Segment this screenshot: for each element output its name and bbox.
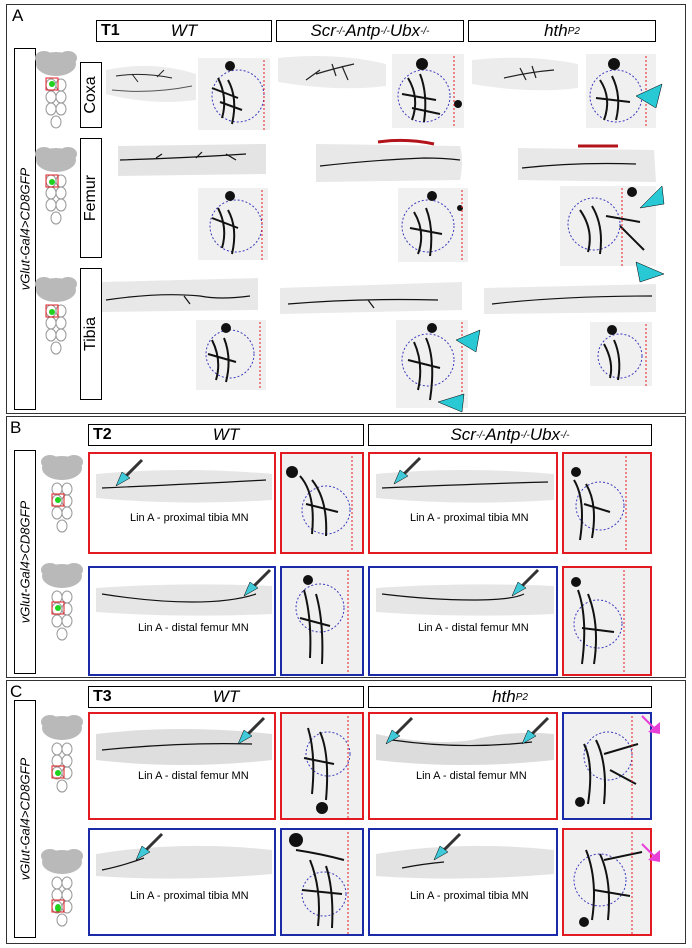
- row-label-femur: Femur: [80, 138, 102, 258]
- caption-c-hth-femur: Lin A - distal femur MN: [416, 770, 527, 782]
- arrowhead-icon: [639, 185, 665, 209]
- row-label-coxa: Coxa: [80, 62, 102, 128]
- arrow-icon: [135, 832, 164, 861]
- micrograph-coxa-wt-neuropil: [198, 58, 270, 130]
- panel-a-header-scr: Scr-/-Antp-/-Ubx-/-: [276, 20, 464, 42]
- arrowhead-icon: [635, 261, 665, 283]
- image-box-b-mut-tibia-leg: Lin A - proximal tibia MN: [368, 452, 558, 554]
- micrograph-femur-wt-neuropil: [198, 188, 268, 260]
- arrow-icon: [385, 716, 414, 745]
- micrograph-tibia-wt-leg: [102, 278, 258, 312]
- image-box-b-wt-femur-leg: Lin A - distal femur MN: [88, 566, 276, 676]
- panel-c-genotype-label: vGlut-Gal4>CD8GFP: [14, 700, 36, 938]
- panel-b-header-scr: Scr-/-Antp-/-Ubx-/-: [368, 424, 652, 446]
- caption-b-wt-tibia: Lin A - proximal tibia MN: [130, 512, 249, 524]
- image-box-c-hth-tibia-neuropil: [562, 828, 652, 936]
- caption-c-hth-tibia: Lin A - proximal tibia MN: [410, 890, 529, 902]
- brain-schematic-icon: [35, 147, 77, 225]
- micrograph-coxa-wt-leg: [106, 65, 196, 102]
- arrowhead-icon: [455, 329, 481, 353]
- brain-schematic-icon: [35, 51, 77, 129]
- micrograph-femur-hth-leg: [518, 144, 656, 182]
- arrow-icon: [521, 716, 550, 745]
- micrograph-coxa-mut-neuropil: [392, 54, 464, 128]
- image-box-b-wt-tibia-neuropil: [280, 452, 364, 554]
- micrograph-tibia-wt-neuropil: [196, 320, 266, 390]
- micrograph-coxa-hth-leg: [472, 57, 578, 91]
- micrograph-femur-wt-leg: [118, 144, 266, 176]
- arrow-icon: [115, 458, 144, 487]
- micrograph-tibia-mut-neuropil: [396, 320, 468, 408]
- panel-a-label: A: [12, 6, 24, 25]
- brain-schematic-icon: [41, 563, 83, 641]
- panel-c: [6, 680, 686, 944]
- micrograph-tibia-hth-neuropil: [590, 322, 652, 386]
- micrograph-femur-mut-neuropil: [398, 188, 468, 262]
- image-box-c-hth-femur-neuropil: [562, 712, 652, 820]
- image-box-c-wt-femur-neuropil: [280, 712, 364, 820]
- panel-b: [6, 416, 686, 678]
- panel-c-label: C: [10, 682, 23, 701]
- image-box-b-mut-femur-leg: Lin A - distal femur MN: [368, 566, 558, 676]
- arrow-icon: [393, 456, 422, 485]
- caption-b-wt-femur: Lin A - distal femur MN: [138, 622, 249, 634]
- caption-c-wt-tibia: Lin A - proximal tibia MN: [130, 890, 249, 902]
- image-box-c-wt-tibia-leg: Lin A - proximal tibia MN: [88, 828, 276, 936]
- arrowhead-icon: [437, 393, 465, 413]
- image-box-b-wt-tibia-leg: Lin A - proximal tibia MN: [88, 452, 276, 554]
- caption-b-mut-femur: Lin A - distal femur MN: [418, 622, 529, 634]
- arrow-icon: [237, 716, 266, 745]
- row-label-tibia: Tibia: [80, 268, 102, 400]
- image-box-c-wt-tibia-neuropil: [280, 828, 364, 936]
- arrowhead-icon: [635, 83, 663, 109]
- micrograph-coxa-mut-leg: [278, 56, 386, 89]
- panel-a: [6, 4, 686, 414]
- image-box-c-wt-femur-leg: Lin A - distal femur MN: [88, 712, 276, 820]
- image-box-c-hth-tibia-leg: Lin A - proximal tibia MN: [368, 828, 558, 936]
- micrograph-tibia-mut-leg: [280, 282, 462, 314]
- brain-schematic-icon: [41, 455, 83, 533]
- micrograph-femur-mut-leg: [316, 138, 462, 182]
- arrow-icon: [433, 832, 462, 861]
- image-box-b-mut-tibia-neuropil: [562, 452, 652, 554]
- brain-schematic-icon: [35, 277, 77, 355]
- caption-c-wt-femur: Lin A - distal femur MN: [138, 770, 249, 782]
- magenta-arrow-icon: [641, 843, 660, 862]
- brain-schematic-icon: [41, 715, 83, 793]
- image-box-c-hth-femur-leg: Lin A - distal femur MN: [368, 712, 558, 820]
- micrograph-femur-hth-neuropil: [560, 186, 656, 266]
- panel-b-label: B: [10, 418, 22, 437]
- panel-b-genotype-label: vGlut-Gal4>CD8GFP: [14, 450, 36, 674]
- arrow-icon: [243, 568, 272, 597]
- image-box-b-wt-femur-neuropil: [280, 566, 364, 676]
- arrow-icon: [511, 568, 540, 597]
- brain-schematic-icon: [41, 849, 83, 927]
- image-box-b-mut-femur-neuropil: [562, 566, 652, 676]
- micrograph-tibia-hth-leg: [484, 284, 656, 314]
- magenta-arrow-icon: [641, 715, 660, 734]
- panel-a-genotype-label: vGlut-Gal4>CD8GFP: [14, 48, 36, 410]
- caption-b-mut-tibia: Lin A - proximal tibia MN: [410, 512, 529, 524]
- micrograph-coxa-hth-neuropil: [586, 54, 656, 128]
